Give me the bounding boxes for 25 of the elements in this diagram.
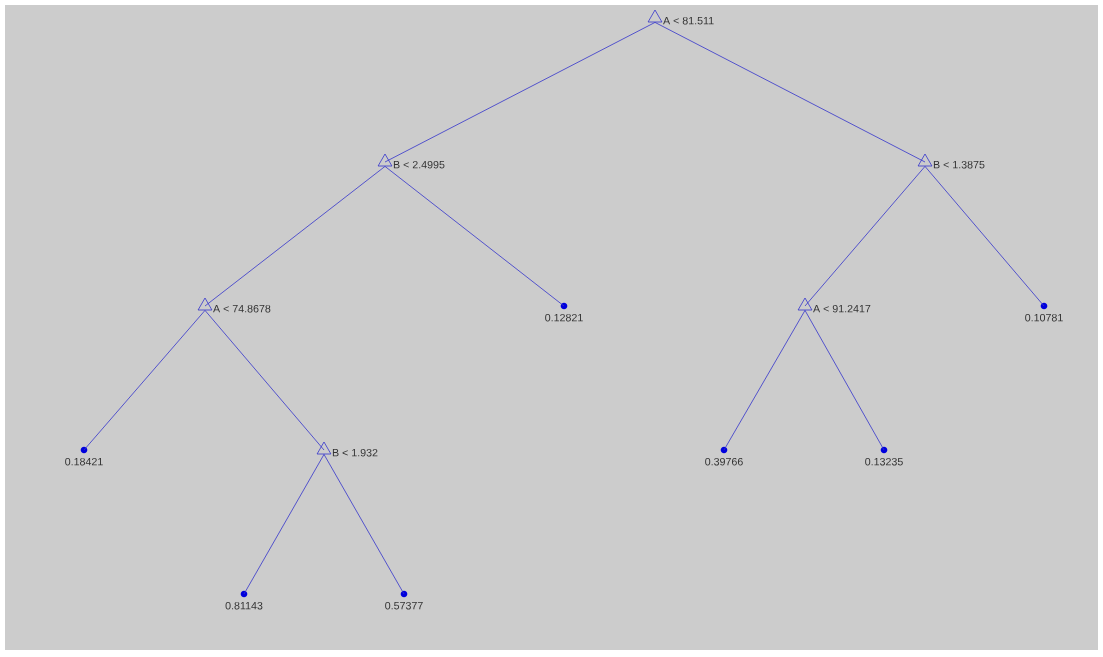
branch-line (204, 310, 325, 451)
split-condition: A < 81.511 (663, 16, 714, 25)
split-condition: B < 1.3875 (933, 160, 985, 169)
leaf-value: 0.10781 (1025, 313, 1063, 322)
branch-line (654, 22, 926, 163)
branch-line (924, 166, 1045, 307)
branch-line (384, 22, 656, 163)
split-condition: A < 74.8678 (213, 304, 271, 313)
branch-line (204, 166, 386, 307)
branch-line (804, 166, 926, 307)
leaf-value: 0.12821 (545, 313, 583, 322)
branch-line (323, 454, 405, 595)
branch-line (384, 166, 565, 307)
leaf-value: 0.57377 (385, 601, 423, 610)
split-condition: B < 1.932 (332, 448, 378, 457)
leaf-value: 0.39766 (705, 457, 743, 466)
leaf-value: 0.18421 (65, 457, 103, 466)
branch-line (723, 310, 806, 451)
split-condition: A < 91.2417 (813, 304, 871, 313)
leaf-value: 0.81143 (225, 601, 263, 610)
leaf-value: 0.13235 (865, 457, 903, 466)
branch-line (243, 454, 325, 595)
branch-line (83, 310, 206, 451)
split-condition: B < 2.4995 (393, 160, 445, 169)
branch-line (804, 310, 885, 451)
